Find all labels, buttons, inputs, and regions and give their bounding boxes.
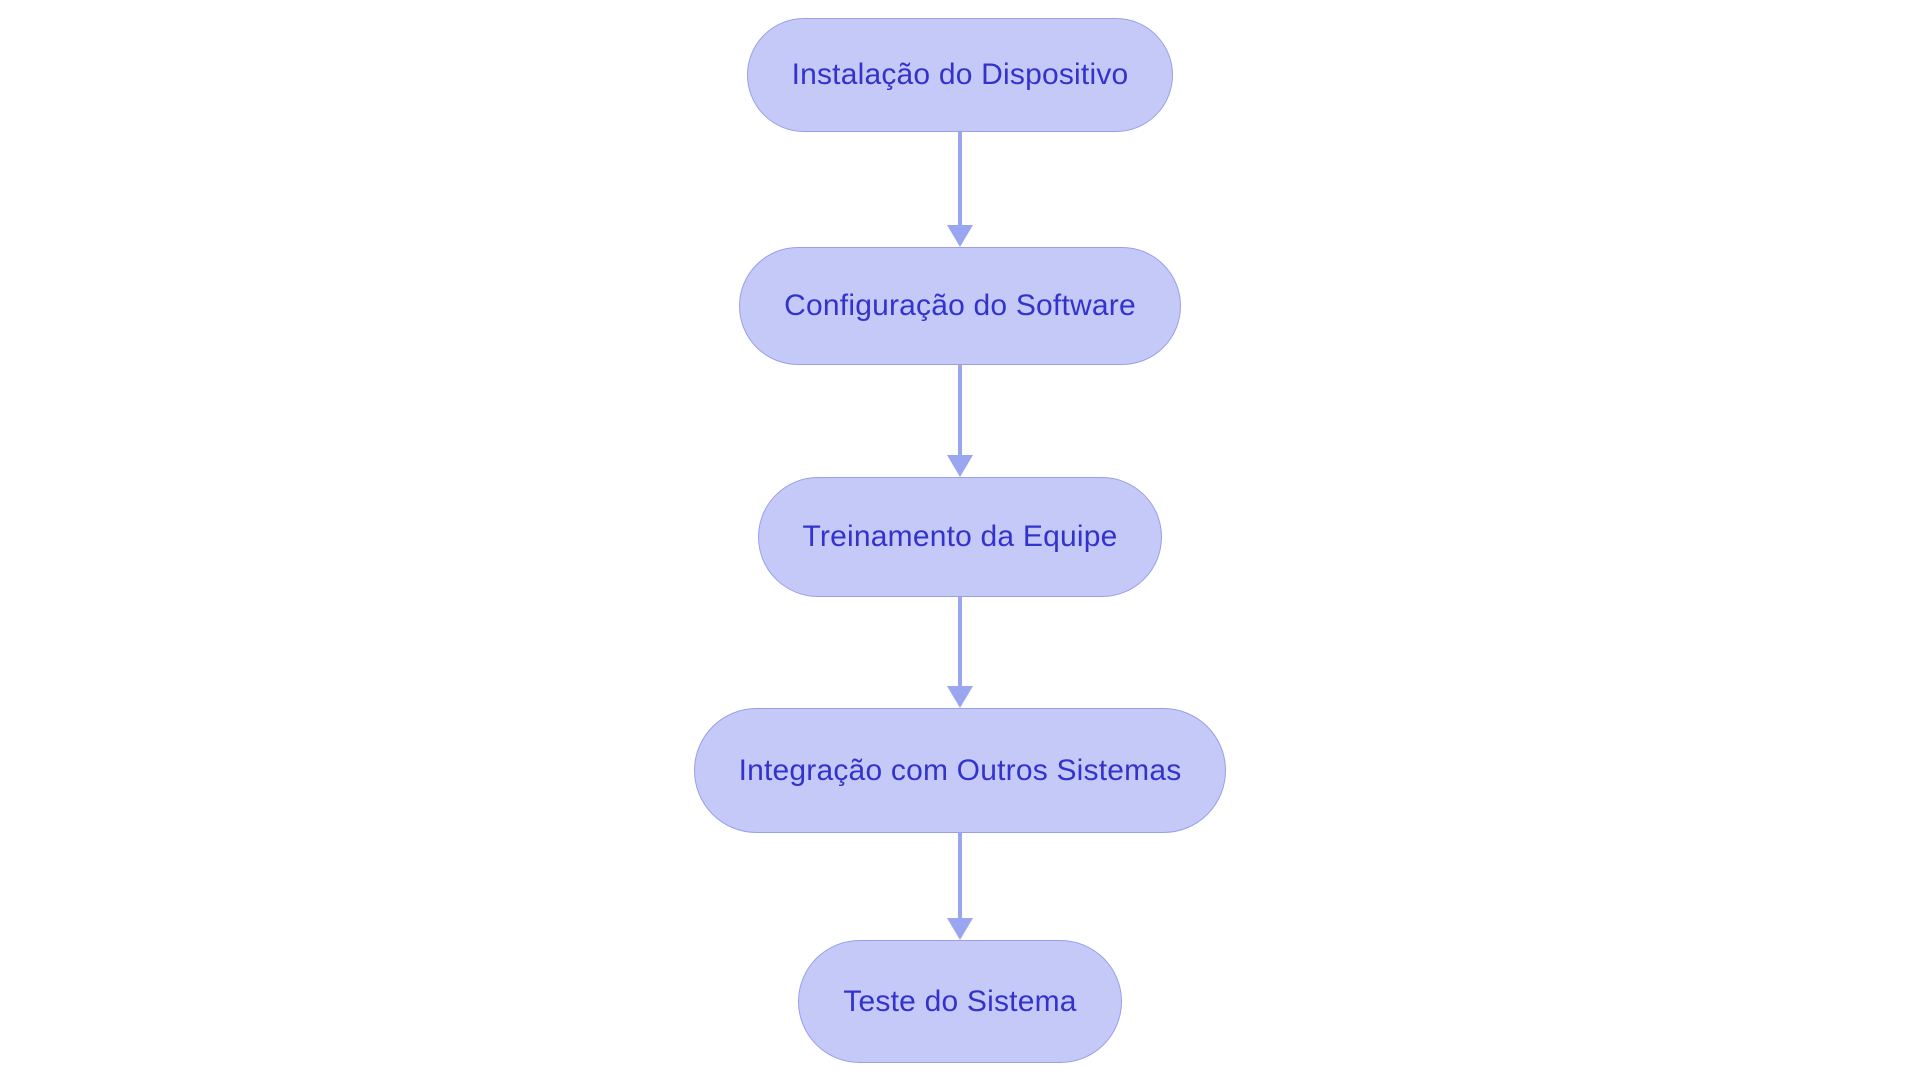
flow-node-label: Configuração do Software <box>784 289 1136 322</box>
flow-edge-n1-to-n2 <box>947 132 973 247</box>
flow-node-label: Integração com Outros Sistemas <box>738 753 1182 787</box>
edge-line <box>958 833 962 918</box>
flow-node-label: Instalação do Dispositivo <box>791 58 1129 91</box>
arrow-down-icon <box>947 686 973 708</box>
flow-node-instalacao-do-dispositivo[interactable]: Instalação do Dispositivo <box>746 18 1174 132</box>
arrow-down-icon <box>947 225 973 247</box>
edge-line <box>958 132 962 225</box>
flow-node-configuracao-do-software[interactable]: Configuração do Software <box>739 247 1181 365</box>
flow-node-label: Treinamento da Equipe <box>802 520 1118 553</box>
edge-line <box>958 365 962 455</box>
flow-edge-n4-to-n5 <box>947 833 973 940</box>
flow-node-label: Teste do Sistema <box>843 984 1077 1018</box>
flow-node-treinamento-da-equipe[interactable]: Treinamento da Equipe <box>757 477 1163 597</box>
arrow-down-icon <box>947 455 973 477</box>
flow-node-integracao-com-outros-sistemas[interactable]: Integração com Outros Sistemas <box>693 708 1227 833</box>
flow-edge-n3-to-n4 <box>947 597 973 708</box>
flow-node-teste-do-sistema[interactable]: Teste do Sistema <box>798 940 1122 1063</box>
flow-edge-n2-to-n3 <box>947 365 973 477</box>
edge-line <box>958 597 962 686</box>
arrow-down-icon <box>947 918 973 940</box>
